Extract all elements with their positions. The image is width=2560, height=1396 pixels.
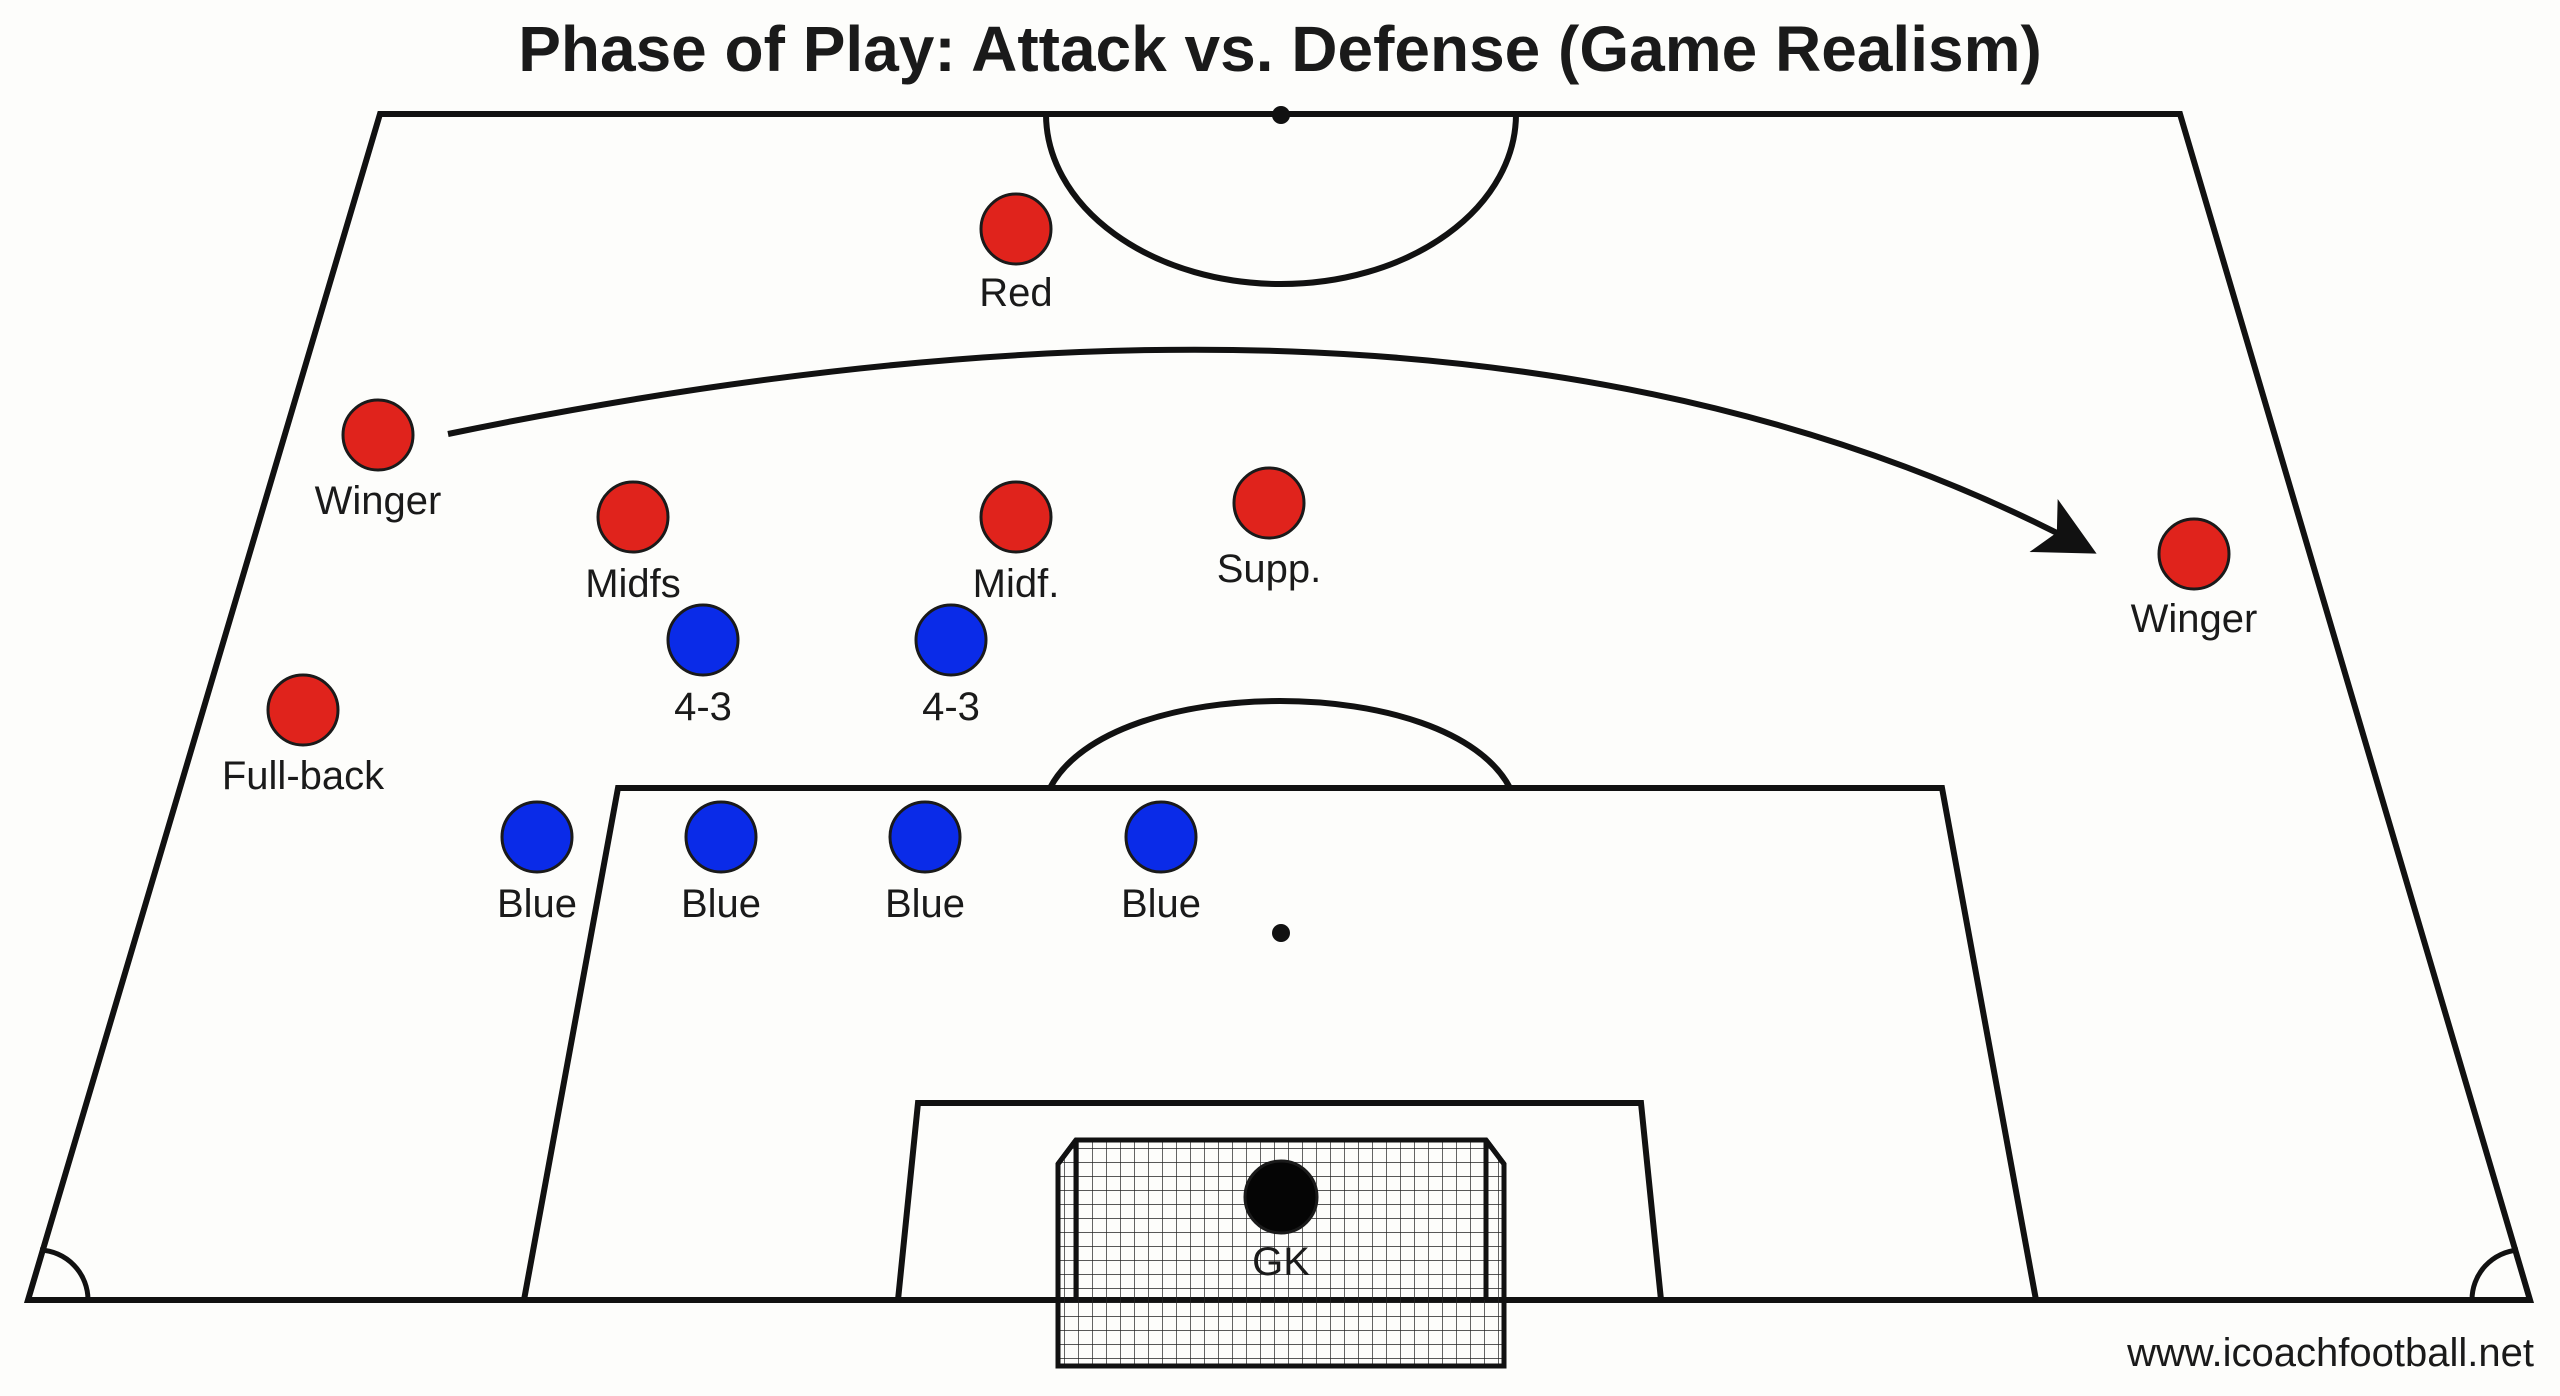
player-red-top: Red — [979, 192, 1053, 315]
player-marker-red — [979, 192, 1053, 266]
corner-arc-right — [2469, 1247, 2519, 1301]
player-blue-def-1: Blue — [497, 800, 577, 926]
center-circle — [1043, 113, 1519, 287]
player-marker-red — [1232, 466, 1306, 540]
player-label: GK — [1252, 1240, 1310, 1284]
player-marker-blue — [684, 800, 758, 874]
penalty-spot — [1272, 924, 1290, 942]
player-marker-blue — [888, 800, 962, 874]
goal-net — [1055, 1137, 1507, 1369]
player-label: Blue — [885, 882, 965, 926]
player-label: Winger — [315, 479, 442, 523]
player-label: 4-3 — [922, 685, 980, 729]
player-winger-left: Winger — [315, 398, 442, 523]
player-marker-red — [596, 480, 670, 554]
diagram-title: Phase of Play: Attack vs. Defense (Game … — [518, 13, 2042, 85]
player-blue-def-4: Blue — [1121, 800, 1201, 926]
player-marker-blue — [1124, 800, 1198, 874]
player-marker-red — [979, 480, 1053, 554]
player-marker-blue — [914, 603, 988, 677]
player-label: Winger — [2131, 597, 2258, 641]
player-goalkeeper: GK — [1243, 1159, 1319, 1284]
player-supp: Supp. — [1217, 466, 1322, 591]
player-blue-mid-2: 4-3 — [914, 603, 988, 729]
player-blue-mid-1: 4-3 — [666, 603, 740, 729]
player-label: Full-back — [222, 754, 385, 798]
player-marker-blue — [500, 800, 574, 874]
player-label: Midf. — [973, 562, 1060, 606]
player-blue-def-2: Blue — [681, 800, 761, 926]
player-label: Blue — [1121, 882, 1201, 926]
player-midf: Midf. — [973, 480, 1060, 606]
player-marker-red — [341, 398, 415, 472]
penalty-area — [521, 785, 2039, 1301]
player-label: Blue — [497, 882, 577, 926]
corner-arc-left — [39, 1247, 91, 1301]
player-winger-right: Winger — [2131, 517, 2258, 641]
penalty-arc — [1047, 698, 1513, 790]
player-marker-red — [266, 673, 340, 747]
player-marker-red — [2157, 517, 2231, 591]
switch-play-arrow — [447, 346, 2097, 554]
pitch-outline — [23, 111, 2535, 1303]
player-label: 4-3 — [674, 685, 732, 729]
player-label: Blue — [681, 882, 761, 926]
player-midfs: Midfs — [585, 480, 681, 606]
player-blue-def-3: Blue — [885, 800, 965, 926]
player-full-back: Full-back — [222, 673, 385, 798]
player-marker-gk — [1243, 1159, 1319, 1235]
watermark-url: www.icoachfootball.net — [2127, 1331, 2534, 1375]
center-spot — [1272, 106, 1290, 124]
six-yard-box — [895, 1100, 1664, 1301]
player-label: Red — [979, 271, 1052, 315]
player-label: Supp. — [1217, 547, 1322, 591]
player-label: Midfs — [585, 562, 681, 606]
player-marker-blue — [666, 603, 740, 677]
